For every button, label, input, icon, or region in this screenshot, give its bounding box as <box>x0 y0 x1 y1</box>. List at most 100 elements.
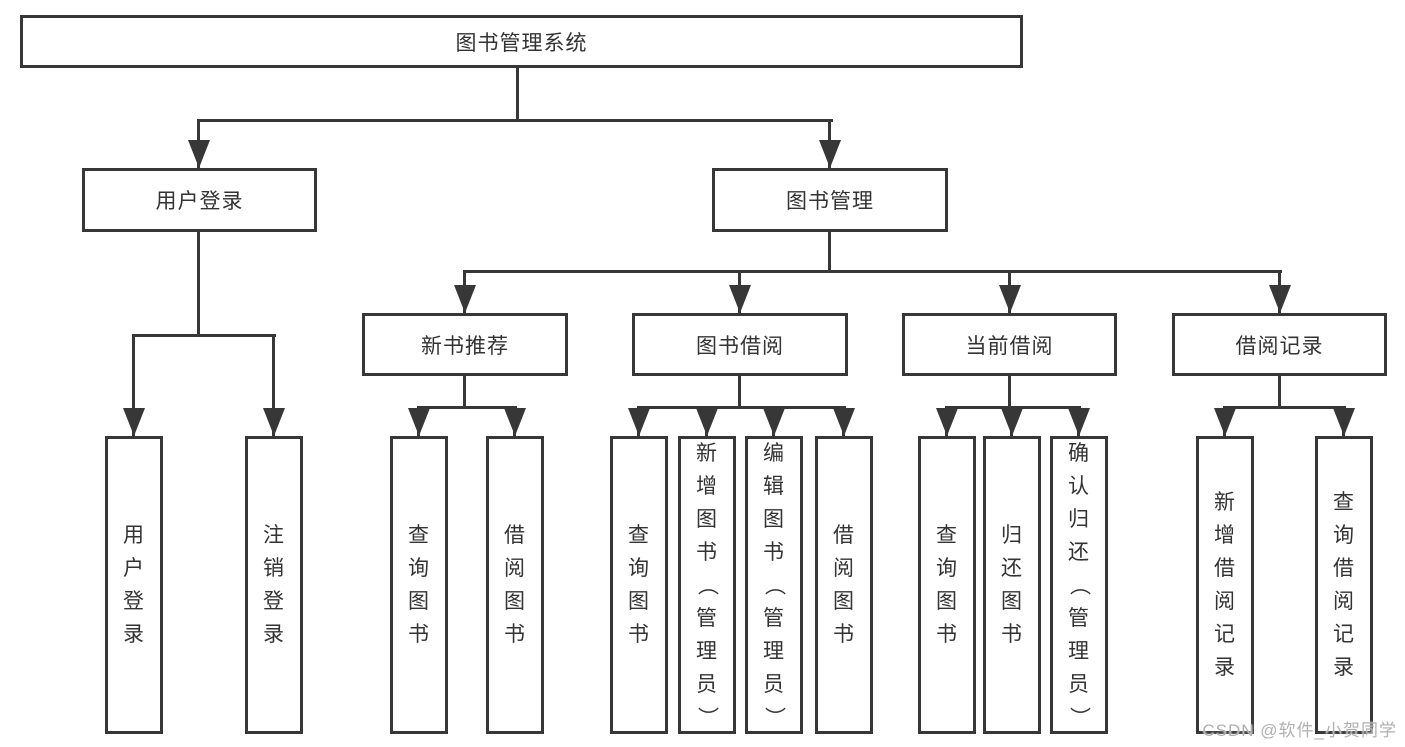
vertical-char: （ <box>762 574 786 596</box>
connector-line <box>1008 376 1011 408</box>
vertical-char: 查 <box>936 524 958 547</box>
vertical-char: 图 <box>504 590 526 613</box>
connector-line <box>417 406 517 409</box>
connector-line <box>132 334 135 436</box>
vertical-char: 图 <box>696 507 718 531</box>
vertical-char: 阅 <box>1333 590 1355 613</box>
vertical-char: 查 <box>408 524 430 547</box>
vertical-char: 管 <box>763 606 785 630</box>
arrow-head <box>1214 408 1236 436</box>
vertical-char: 注 <box>263 524 285 547</box>
arrow-head <box>1068 408 1090 436</box>
vertical-char: 阅 <box>504 557 526 580</box>
connector-line <box>463 270 1282 273</box>
vertical-char: 询 <box>1333 524 1355 547</box>
node-borrow-records: 借阅记录 <box>1172 313 1387 376</box>
node-new-book-recommend: 新书推荐 <box>362 313 568 376</box>
node-current-borrow: 当前借阅 <box>902 313 1117 376</box>
vertical-char: 新 <box>1214 491 1236 514</box>
connector-line <box>945 406 1081 409</box>
leaf-cb-confirm-return-admin: 确认归还（管理员） <box>1050 436 1108 734</box>
arrow-head <box>729 285 751 313</box>
vertical-char: 图 <box>408 590 430 613</box>
vertical-char: 记 <box>1214 623 1236 646</box>
vertical-char: 借 <box>1214 557 1236 580</box>
vertical-char: 书 <box>696 540 718 564</box>
vertical-char: 询 <box>408 557 430 580</box>
vertical-char: 借 <box>833 524 855 547</box>
vertical-char: 登 <box>123 590 145 613</box>
vertical-char: 编 <box>763 441 785 465</box>
vertical-char: 归 <box>1068 507 1090 531</box>
vertical-char: 书 <box>628 623 650 646</box>
arrow-head <box>408 408 430 436</box>
vertical-char: 借 <box>504 524 526 547</box>
node-book-borrow-label: 图书借阅 <box>696 334 784 358</box>
vertical-char: 还 <box>1068 540 1090 564</box>
connector-line <box>197 232 200 337</box>
leaf-br-query-record: 查询借阅记录 <box>1315 436 1373 734</box>
leaf-nb-query-books: 查询图书 <box>390 436 448 734</box>
connector-line <box>463 376 466 408</box>
vertical-char: 查 <box>1333 491 1355 514</box>
vertical-char: 图 <box>628 590 650 613</box>
vertical-char: 销 <box>263 557 285 580</box>
leaf-bb-query-books: 查询图书 <box>610 436 668 734</box>
vertical-char: 增 <box>696 474 718 498</box>
vertical-char: 员 <box>696 672 718 696</box>
arrow-head <box>763 408 785 436</box>
node-borrow-records-label: 借阅记录 <box>1235 334 1324 358</box>
arrow-head <box>1269 285 1291 313</box>
connector-line <box>132 334 276 337</box>
vertical-char: 认 <box>1068 474 1090 498</box>
connector-line <box>1223 406 1346 409</box>
vertical-char: 还 <box>1001 557 1023 580</box>
vertical-char: 书 <box>833 623 855 646</box>
vertical-char: 户 <box>123 557 145 580</box>
vertical-char: （ <box>695 574 719 596</box>
leaf-logout: 注销登录 <box>245 436 303 734</box>
leaf-cb-return-books: 归还图书 <box>983 436 1041 734</box>
vertical-char: 录 <box>263 623 285 646</box>
arrow-head <box>454 285 476 313</box>
vertical-char: 书 <box>408 623 430 646</box>
vertical-char: 员 <box>1068 672 1090 696</box>
vertical-char: 归 <box>1001 524 1023 547</box>
leaf-nb-borrow-books: 借阅图书 <box>486 436 544 734</box>
arrow-head <box>999 285 1021 313</box>
vertical-char: 查 <box>628 524 650 547</box>
vertical-char: 辑 <box>763 474 785 498</box>
vertical-char: 理 <box>763 639 785 663</box>
vertical-char: 借 <box>1333 557 1355 580</box>
vertical-char: 管 <box>696 606 718 630</box>
node-book-management-label: 图书管理 <box>786 190 874 213</box>
arrow-head <box>1333 408 1355 436</box>
leaf-bb-add-book-admin: 新增图书（管理员） <box>678 436 736 734</box>
arrow-head <box>696 408 718 436</box>
leaf-bb-edit-book-admin: 编辑图书（管理员） <box>745 436 803 734</box>
node-book-management: 图书管理 <box>712 168 948 232</box>
connector-line <box>197 119 833 122</box>
vertical-char: 记 <box>1333 623 1355 646</box>
vertical-char: ） <box>762 706 786 728</box>
arrow-head <box>936 408 958 436</box>
leaf-bb-borrow-books: 借阅图书 <box>815 436 873 734</box>
vertical-char: 阅 <box>1214 590 1236 613</box>
leaf-user-login: 用户登录 <box>105 436 163 734</box>
arrow-head <box>263 408 285 436</box>
vertical-char: 登 <box>263 590 285 613</box>
vertical-char: 录 <box>1333 656 1355 679</box>
arrow-head <box>1001 408 1023 436</box>
arrow-head <box>504 408 526 436</box>
vertical-char: 书 <box>1001 623 1023 646</box>
vertical-char: 询 <box>628 557 650 580</box>
node-user-login-label: 用户登录 <box>155 190 244 213</box>
vertical-char: （ <box>1067 574 1091 596</box>
vertical-char: 理 <box>1068 639 1090 663</box>
vertical-char: ） <box>695 706 719 728</box>
vertical-char: 员 <box>763 672 785 696</box>
vertical-char: 图 <box>763 507 785 531</box>
leaf-br-add-record: 新增借阅记录 <box>1196 436 1254 734</box>
node-library-system: 图书管理系统 <box>20 15 1023 68</box>
